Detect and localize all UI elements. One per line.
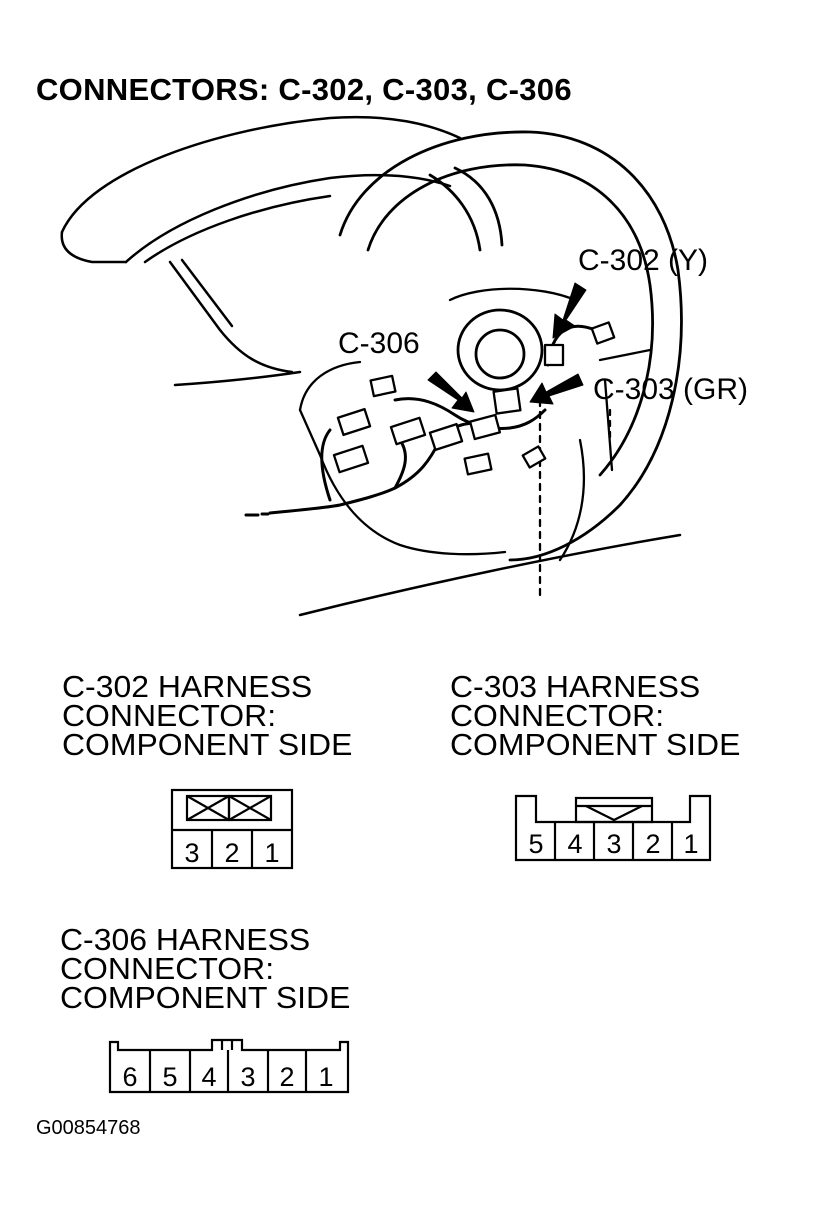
caption-line: COMPONENT SIDE bbox=[60, 980, 351, 1015]
harness-connectors bbox=[332, 321, 616, 476]
pointer-arrows bbox=[427, 282, 587, 413]
callout-c303: C-303 (GR) bbox=[593, 373, 749, 406]
caption-line: C-303 HARNESS bbox=[450, 669, 701, 704]
c302-caption: C-302 HARNESS CONNECTOR: COMPONENT SIDE bbox=[62, 669, 353, 762]
arrow-c303 bbox=[529, 373, 584, 405]
diagram-title: CONNECTORS: C-302, C-303, C-306 bbox=[36, 72, 572, 107]
c303-pin-2: 2 bbox=[645, 829, 660, 859]
caption-line: CONNECTOR: bbox=[60, 951, 275, 986]
c303-pin-1: 1 bbox=[683, 829, 698, 859]
c302-pin-1: 1 bbox=[264, 838, 279, 868]
c302-pin-3: 3 bbox=[184, 838, 199, 868]
figure-id: G00854768 bbox=[36, 1117, 141, 1139]
caption-line: C-306 HARNESS bbox=[60, 922, 311, 957]
c306-pin-1: 1 bbox=[318, 1062, 333, 1092]
steering-wheel-rim bbox=[338, 130, 683, 562]
c302-pin-2: 2 bbox=[224, 838, 239, 868]
c303-pin-5: 5 bbox=[528, 829, 543, 859]
steering-column-shroud bbox=[298, 287, 652, 602]
arrow-c302 bbox=[552, 282, 587, 339]
caption-line: COMPONENT SIDE bbox=[62, 727, 353, 762]
caption-line: CONNECTOR: bbox=[450, 698, 665, 733]
c306-pin-5: 5 bbox=[162, 1062, 177, 1092]
callout-c306: C-306 bbox=[338, 327, 420, 360]
c306-pin-3: 3 bbox=[240, 1062, 255, 1092]
c303-pin-3: 3 bbox=[606, 829, 621, 859]
arrow-c306 bbox=[427, 371, 475, 413]
callout-c302: C-302 (Y) bbox=[578, 244, 709, 277]
caption-line: COMPONENT SIDE bbox=[450, 727, 741, 762]
c306-connector-face: 6 5 4 3 2 1 bbox=[108, 1038, 350, 1094]
caption-line: CONNECTOR: bbox=[62, 698, 277, 733]
dashboard-outline bbox=[60, 115, 682, 617]
c303-pin-4: 4 bbox=[567, 829, 582, 859]
c306-pin-6: 6 bbox=[122, 1062, 137, 1092]
c306-pin-4: 4 bbox=[201, 1062, 216, 1092]
c306-caption: C-306 HARNESS CONNECTOR: COMPONENT SIDE bbox=[60, 922, 351, 1015]
c306-pin-2: 2 bbox=[279, 1062, 294, 1092]
c303-connector-face: 5 4 3 2 1 bbox=[514, 794, 712, 862]
caption-line: C-302 HARNESS bbox=[62, 669, 313, 704]
c303-caption: C-303 HARNESS CONNECTOR: COMPONENT SIDE bbox=[450, 669, 741, 762]
harness-continuation bbox=[244, 512, 270, 517]
c302-connector-face: 3 2 1 bbox=[170, 788, 294, 870]
